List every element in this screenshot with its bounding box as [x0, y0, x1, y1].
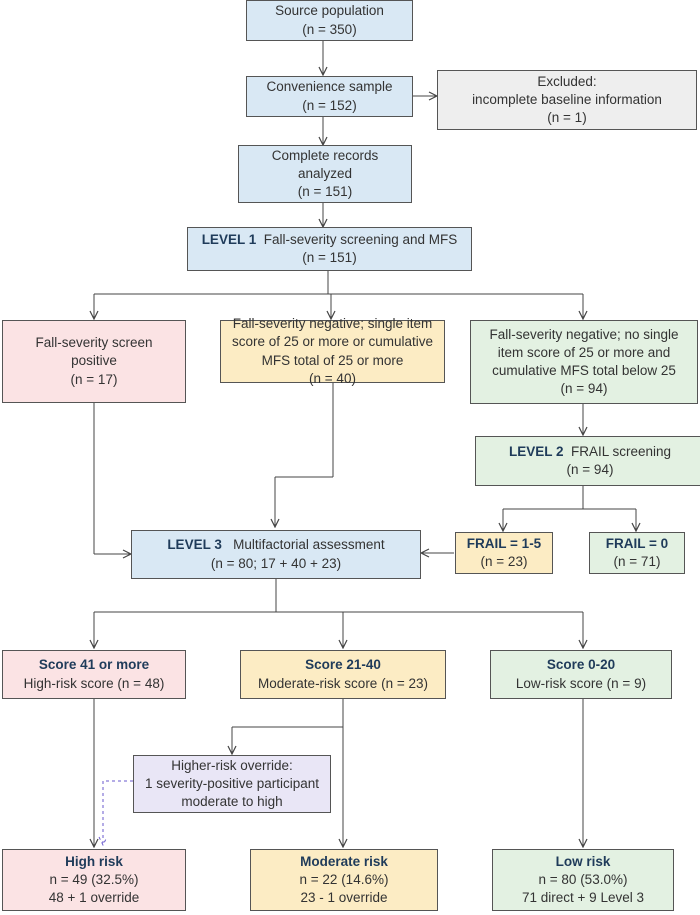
- score-high-desc: High-risk score (n = 48): [23, 675, 165, 691]
- override-line2: 1 severity-positive participant: [144, 775, 320, 791]
- frail-zero-label: FRAIL = 0: [605, 535, 669, 551]
- convenience-n: (n = 152): [302, 97, 357, 113]
- low-risk-detail: 71 direct + 9 Level 3: [522, 890, 644, 906]
- level3-label: LEVEL 3: [167, 537, 222, 553]
- score-low-label: Score 0-20: [546, 657, 616, 673]
- none-line3: cumulative MFS total below 25: [492, 363, 676, 378]
- moderate-risk-detail: 23 - 1 override: [300, 890, 388, 906]
- level3-n: (n = 80; 17 + 40 + 23): [210, 555, 342, 571]
- none-line1: Fall-severity negative; no single: [489, 326, 679, 342]
- single-line1: Fall-severity negative; single item: [232, 316, 433, 332]
- score-low-box: Score 0-20 Low-risk score (n = 9): [490, 650, 672, 699]
- override-line1: Higher-risk override:: [171, 757, 293, 773]
- complete-records-box: Complete records analyzed (n = 151): [238, 145, 412, 203]
- severity-negative-single-box: Fall-severity negative; single item scor…: [220, 316, 445, 386]
- convenience-sample-box: Convenience sample (n = 152): [246, 76, 413, 117]
- score-low-desc: Low-risk score (n = 9): [515, 675, 647, 691]
- frail-positive-label: FRAIL = 1-5: [466, 535, 542, 551]
- level2-label: LEVEL 2: [508, 443, 564, 459]
- score-moderate-box: Score 21-40 Moderate-risk score (n = 23): [240, 650, 446, 699]
- frail-zero-box: FRAIL = 0 (n = 71): [589, 532, 685, 574]
- complete-line1: Complete records: [271, 147, 379, 163]
- low-risk-label: Low risk: [555, 853, 611, 869]
- score-high-label: Score 41 or more: [38, 657, 150, 673]
- single-line2: score of 25 or more or cumulative: [231, 334, 434, 350]
- source-n: (n = 350): [302, 21, 357, 37]
- frail-positive-n: (n = 23): [480, 554, 528, 569]
- convenience-title: Convenience sample: [266, 79, 393, 95]
- high-risk-detail: 48 + 1 override: [48, 890, 140, 906]
- high-risk-box: High risk n = 49 (32.5%) 48 + 1 override: [2, 849, 186, 911]
- high-risk-label: High risk: [65, 853, 123, 869]
- complete-n: (n = 151): [297, 184, 353, 200]
- level2-box: LEVEL 2 FRAIL screening (n = 94): [475, 436, 700, 486]
- none-n: (n = 94): [560, 381, 608, 397]
- level1-n: (n = 151): [302, 250, 357, 265]
- frail-zero-n: (n = 71): [613, 554, 661, 569]
- level2-n: (n = 94): [566, 462, 614, 477]
- score-moderate-desc: Moderate-risk score (n = 23): [258, 675, 428, 691]
- single-n: (n = 40): [309, 370, 356, 386]
- low-risk-n: n = 80 (53.0%): [538, 871, 628, 887]
- severity-positive-box: Fall-severity screen positive (n = 17): [2, 320, 186, 403]
- severity-negative-none-box: Fall-severity negative; no single item s…: [470, 320, 698, 404]
- low-risk-box: Low risk n = 80 (53.0%) 71 direct + 9 Le…: [492, 849, 674, 911]
- level3-box: LEVEL 3 Multifactorial assessment (n = 8…: [131, 530, 421, 579]
- high-risk-n: n = 49 (32.5%): [49, 871, 139, 887]
- source-population-box: Source population (n = 350): [246, 0, 413, 41]
- override-box: Higher-risk override: 1 severity-positiv…: [133, 755, 331, 813]
- single-line3: MFS total of 25 or more: [261, 352, 404, 368]
- excluded-title: Excluded:: [537, 73, 597, 89]
- excluded-reason: incomplete baseline information: [472, 91, 662, 107]
- override-line3: moderate to high: [181, 794, 283, 810]
- none-line2: item score of 25 or more and: [497, 344, 671, 360]
- level1-label: LEVEL 1: [201, 231, 257, 247]
- severity-positive-line1: Fall-severity screen: [35, 335, 153, 351]
- level3-title: Multifactorial assessment: [233, 537, 385, 553]
- level1-box: LEVEL 1 Fall-severity screening and MFS …: [187, 227, 472, 271]
- level2-title: FRAIL screening: [571, 443, 672, 459]
- score-moderate-label: Score 21-40: [305, 657, 381, 673]
- moderate-risk-box: Moderate risk n = 22 (14.6%) 23 - 1 over…: [250, 849, 438, 911]
- score-high-box: Score 41 or more High-risk score (n = 48…: [2, 650, 186, 699]
- excluded-n: (n = 1): [547, 110, 587, 126]
- excluded-box: Excluded: incomplete baseline informatio…: [437, 70, 697, 130]
- level1-title: Fall-severity screening and MFS: [263, 231, 458, 247]
- source-title: Source population: [275, 3, 384, 19]
- moderate-risk-n: n = 22 (14.6%): [299, 871, 389, 887]
- severity-positive-line2: positive: [71, 353, 117, 369]
- severity-positive-n: (n = 17): [70, 371, 118, 387]
- complete-line2: analyzed: [297, 165, 353, 181]
- frail-positive-box: FRAIL = 1-5 (n = 23): [455, 532, 553, 574]
- moderate-risk-label: Moderate risk: [300, 853, 388, 869]
